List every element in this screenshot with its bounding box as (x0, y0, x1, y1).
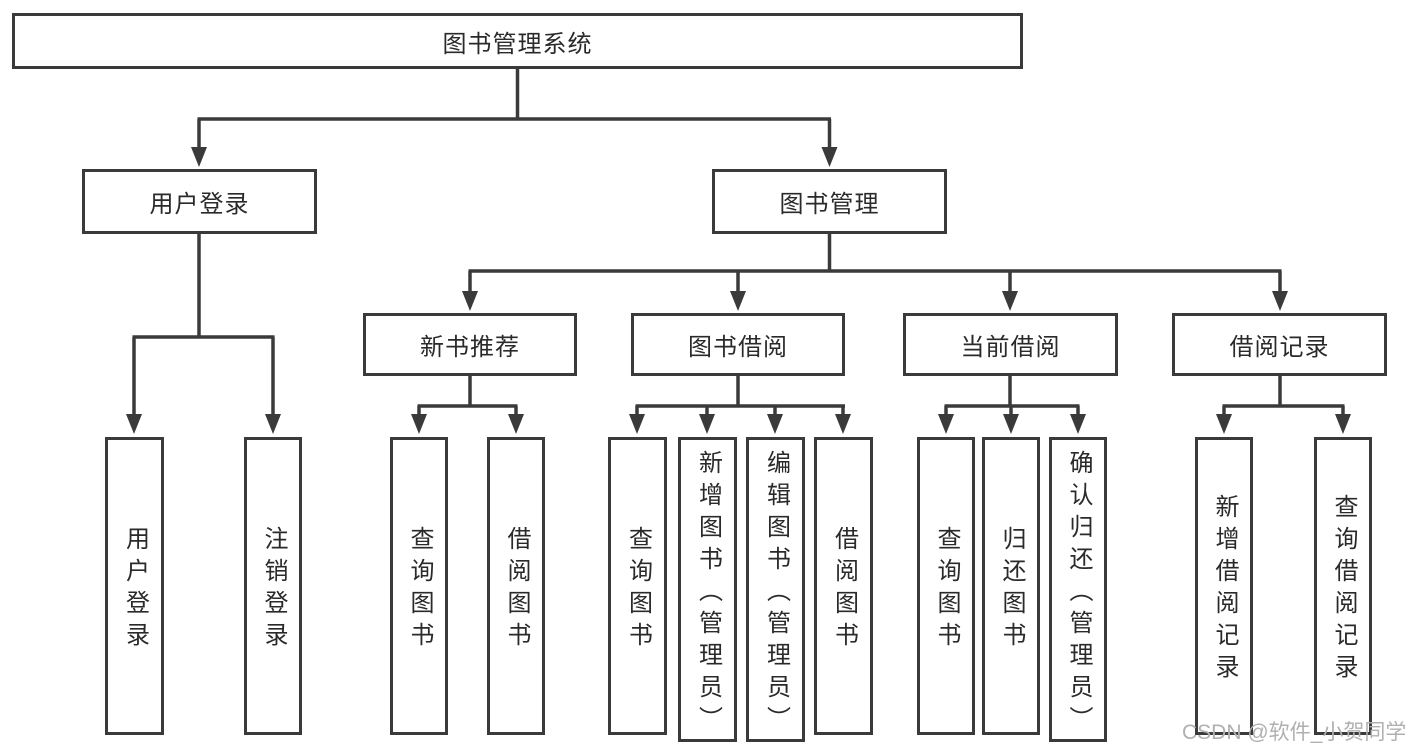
leaf-user-login: 用户登录 (105, 437, 164, 735)
watermark: CSDN @软件_小贺同学 (1182, 721, 1405, 744)
arrowheads (126, 147, 1351, 434)
arrowhead-icon (699, 414, 715, 434)
leaf-query-books-current: 查询图书 (917, 437, 975, 735)
leaf-label: 确认归还（管理员） (1065, 449, 1092, 738)
arrowhead-icon (191, 147, 207, 167)
leaf-borrow-books-recommend: 借阅图书 (487, 437, 545, 735)
arrowhead-icon (767, 414, 783, 434)
arrowhead-icon (629, 414, 645, 434)
leaf-label: 借阅图书 (830, 526, 858, 654)
node-book-borrowing: 图书借阅 (631, 313, 845, 376)
arrowhead-icon (730, 291, 746, 311)
leaf-label: 编辑图书（管理员） (762, 449, 790, 738)
leaf-query-borrow-record: 查询借阅记录 (1314, 437, 1372, 735)
arrowhead-icon (1216, 414, 1232, 434)
arrowhead-icon (938, 414, 954, 434)
leaf-confirm-return-admin: 确认归还（管理员） (1049, 437, 1107, 742)
leaf-add-book-admin: 新增图书（管理员） (678, 437, 737, 742)
node-current-borrowing: 当前借阅 (903, 313, 1118, 376)
leaf-label: 查询图书 (624, 526, 652, 654)
node-new-book-recommend: 新书推荐 (363, 313, 577, 376)
arrowhead-icon (835, 414, 851, 434)
leaf-label: 归还图书 (998, 526, 1025, 654)
arrowhead-icon (411, 414, 427, 434)
leaf-label: 新增图书（管理员） (694, 449, 722, 738)
leaf-query-books-borrow: 查询图书 (608, 437, 667, 735)
leaf-label: 查询借阅记录 (1330, 494, 1357, 686)
leaf-return-books: 归还图书 (982, 437, 1040, 735)
leaf-add-borrow-record: 新增借阅记录 (1195, 437, 1253, 735)
leaf-label: 新增借阅记录 (1211, 494, 1238, 686)
node-book-management-branch: 图书管理 (712, 169, 947, 234)
leaf-borrow-books: 借阅图书 (814, 437, 873, 735)
node-borrowing-records: 借阅记录 (1172, 313, 1387, 376)
node-root: 图书管理系统 (12, 13, 1023, 69)
leaf-label: 查询图书 (406, 526, 433, 654)
leaf-query-books-recommend: 查询图书 (390, 437, 448, 735)
leaf-label: 查询图书 (933, 526, 960, 654)
arrowhead-icon (1335, 414, 1351, 434)
leaf-label: 用户登录 (121, 526, 149, 654)
leaf-label: 注销登录 (260, 526, 287, 654)
leaf-label: 借阅图书 (503, 526, 530, 654)
arrowhead-icon (1070, 414, 1086, 434)
leaf-edit-book-admin: 编辑图书（管理员） (746, 437, 805, 742)
arrowhead-icon (265, 414, 281, 434)
arrowhead-icon (126, 414, 142, 434)
arrowhead-icon (1003, 414, 1019, 434)
leaf-logout: 注销登录 (244, 437, 302, 735)
arrowhead-icon (821, 147, 838, 167)
arrowhead-icon (508, 414, 524, 434)
node-user-login-branch: 用户登录 (82, 169, 317, 234)
arrowhead-icon (462, 291, 478, 311)
arrowhead-icon (1002, 291, 1018, 311)
arrowhead-icon (1272, 291, 1288, 311)
